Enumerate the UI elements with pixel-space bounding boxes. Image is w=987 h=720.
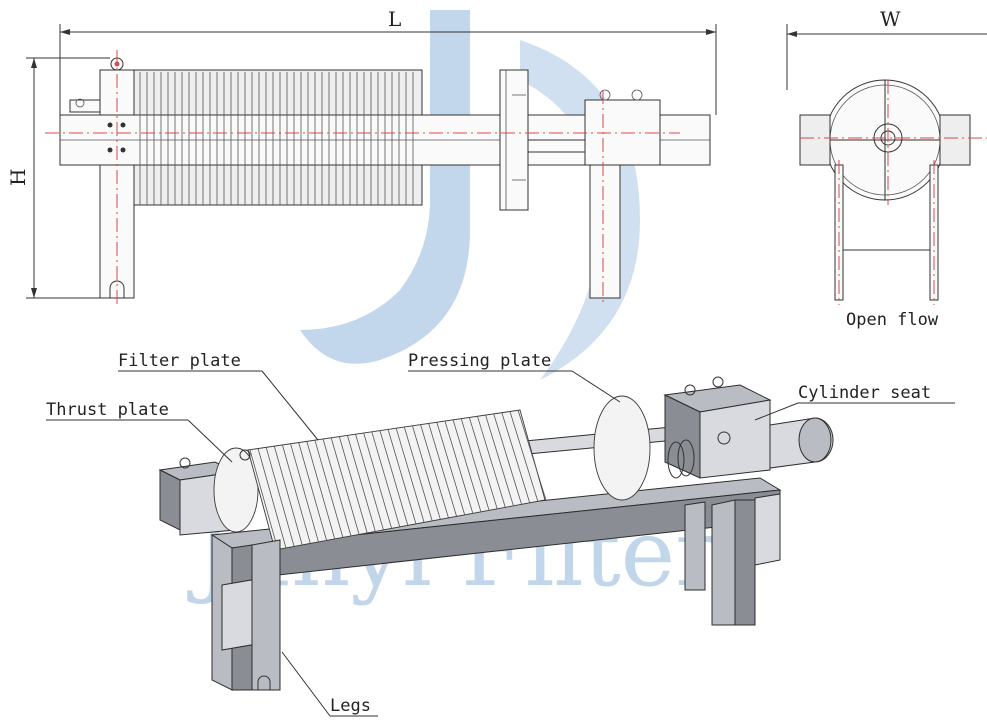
iso-plate-edge <box>322 438 352 537</box>
thrust-plate-label: Thrust plate <box>46 400 169 420</box>
front-elevation-view: L H <box>6 7 717 305</box>
filter-plate-label: Filter plate <box>118 351 241 371</box>
iso-plate-edge <box>444 420 474 514</box>
cylinder-seat-label: Cylinder seat <box>798 383 931 403</box>
front-plate-lines <box>139 72 414 205</box>
iso-plate-edge <box>379 430 409 526</box>
iso-plate-edge <box>509 411 539 502</box>
iso-plate-edge <box>517 409 547 501</box>
pressing-plate-label: Pressing plate <box>408 351 551 371</box>
iso-plate-edge <box>371 431 401 528</box>
iso-plate-edge <box>363 432 393 529</box>
legs-label: Legs <box>330 696 371 716</box>
iso-plate-edge <box>265 447 295 548</box>
iso-plate-edge <box>428 423 458 517</box>
iso-plate-edge <box>395 428 425 523</box>
isometric-view <box>158 376 834 691</box>
iso-plate-edge <box>412 425 441 520</box>
dimension-l-label: L <box>388 7 401 31</box>
iso-plate-edge <box>460 418 490 511</box>
iso-plate-edge <box>282 445 311 545</box>
iso-plate-edge <box>338 436 368 534</box>
iso-plate-edge <box>306 441 336 540</box>
dimension-h-label: H <box>6 169 30 186</box>
iso-plate-edge <box>452 419 482 513</box>
open-flow-label: Open flow <box>846 310 939 330</box>
callouts: Filter plate Pressing plate Thrust plate… <box>46 351 955 717</box>
dimension-w-label: W <box>880 7 901 31</box>
iso-plate-edge <box>273 446 303 546</box>
iso-plate-edge <box>330 437 360 535</box>
iso-plate-edge <box>501 412 531 504</box>
iso-plate-edge <box>420 424 449 519</box>
iso-plate-edge <box>468 417 498 510</box>
iso-plate-edge <box>347 435 376 532</box>
iso-plate-edge <box>387 429 417 525</box>
iso-plate-edge <box>257 448 287 549</box>
iso-plate-edge <box>436 422 466 516</box>
iso-plate-edge <box>290 443 319 543</box>
iso-plate-edge <box>298 442 328 542</box>
side-view: W Open flow <box>786 7 987 330</box>
iso-plate-edge <box>249 449 279 551</box>
iso-plate-edge <box>403 426 433 522</box>
iso-plate-edge <box>493 413 523 505</box>
iso-plate-edge <box>314 440 344 538</box>
iso-plate-edge <box>355 434 384 531</box>
iso-plate-edge <box>485 414 514 507</box>
iso-plate-edge <box>477 415 506 508</box>
isometric-plates <box>249 409 547 551</box>
